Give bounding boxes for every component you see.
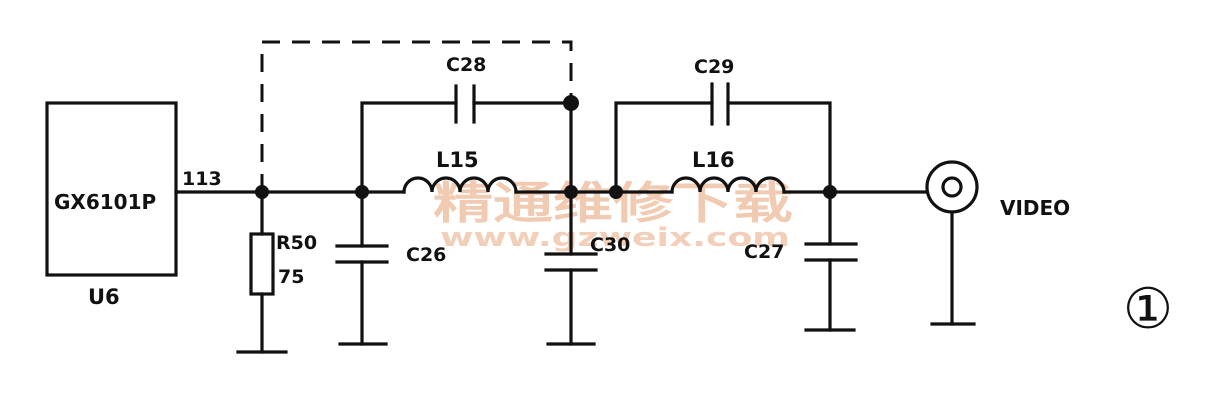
junction-node (609, 185, 623, 199)
c28-label: C28 (446, 54, 486, 76)
l15-label: L15 (436, 148, 479, 172)
r50-body (249, 232, 275, 296)
ic-ref-label: U6 (88, 285, 120, 309)
video-connector: VIDEO (925, 160, 1070, 326)
capacitor-c28: C28 (360, 54, 573, 194)
resistor-r50: R50 75 (236, 190, 317, 354)
l16-label: L16 (692, 148, 735, 172)
connector-outer-ring (925, 160, 979, 214)
r50-ref-label: R50 (276, 232, 317, 254)
inductor-l15: L15 (402, 148, 518, 194)
figure-number: ① (1123, 277, 1173, 342)
c30-label: C30 (590, 234, 630, 256)
capacitor-c30: C30 (544, 190, 630, 346)
ic-body (45, 101, 178, 277)
ic-part-label: GX6101P (54, 190, 156, 214)
junction-node (255, 185, 269, 199)
junction-nodes (255, 95, 837, 199)
inductor-l16: L16 (670, 148, 786, 194)
dashed-bypass (260, 40, 573, 192)
c29-left-wire (614, 101, 714, 194)
c26-label: C26 (406, 244, 446, 266)
connector-inner-ring (941, 176, 963, 198)
watermark-url: www.gzweix.com (440, 223, 790, 253)
l16-coil (670, 176, 786, 194)
capacitor-c27: C27 (744, 190, 858, 332)
c28-left-wire (360, 101, 458, 194)
ic-gx6101p: GX6101P U6 113 (45, 101, 222, 309)
ic-pin-label: 113 (182, 168, 222, 190)
capacitor-c26: C26 (335, 190, 446, 346)
output-label: VIDEO (1000, 196, 1070, 220)
junction-node (355, 185, 369, 199)
l15-coil (402, 176, 518, 194)
c27-label: C27 (744, 241, 784, 263)
junction-node (563, 95, 579, 111)
c29-label: C29 (694, 56, 734, 78)
junction-node (823, 185, 837, 199)
c29-right-wire (726, 101, 832, 194)
junction-node (564, 185, 578, 199)
capacitor-c29: C29 (614, 56, 832, 194)
r50-value-label: 75 (278, 266, 304, 288)
